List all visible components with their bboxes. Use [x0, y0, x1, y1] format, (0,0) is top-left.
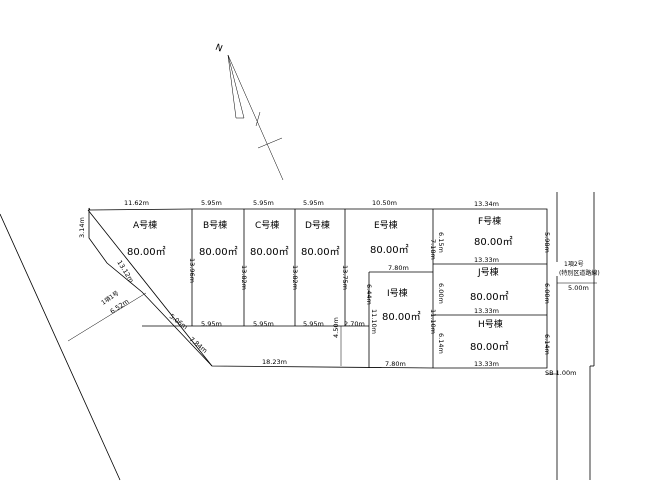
dim-top-d: 5.95m — [303, 199, 324, 207]
lot-j-area: 80.00㎡ — [470, 291, 509, 303]
dim-road-bottom: 18.23m — [262, 358, 287, 366]
north-label: N — [214, 43, 224, 55]
lot-h-area: 80.00㎡ — [470, 341, 509, 353]
road-2-width: 5.00m — [568, 284, 589, 292]
lot-d-area: 80.00㎡ — [301, 246, 340, 258]
dim-i-bottom: 7.80m — [385, 360, 406, 368]
road-2: 1項2号 (特別区道路線) 5.00m SB 1.00m — [545, 192, 600, 480]
lot-c-area: 80.00㎡ — [250, 246, 289, 258]
lot-b: B号棟 80.00㎡ — [199, 219, 238, 258]
lot-b-area: 80.00㎡ — [199, 246, 238, 258]
lot-b-name: B号棟 — [203, 219, 227, 231]
dim-top-e: 10.50m — [372, 199, 397, 207]
dim-i-left: 11.10m — [370, 309, 378, 334]
lot-i-area: 80.00㎡ — [382, 311, 421, 323]
dim-f-left: 6.15m — [437, 232, 445, 253]
dim-b-bottom: 5.95m — [201, 320, 222, 328]
lot-a-name: A号棟 — [133, 219, 157, 231]
lot-f-name: F号棟 — [478, 215, 501, 227]
north-arrow-icon: N — [214, 43, 284, 181]
dim-top-c: 5.95m — [253, 199, 274, 207]
dim-e-right: 7.18m — [429, 239, 437, 260]
lot-j: J号棟 80.00㎡ — [470, 266, 509, 303]
lot-d-name: D号棟 — [305, 219, 330, 231]
dim-a-left: 3.14m — [78, 217, 86, 238]
dim-top-b: 5.95m — [201, 199, 222, 207]
lot-lines — [142, 209, 547, 368]
dim-a-diag: 13.12m — [115, 259, 135, 284]
lot-d: D号棟 80.00㎡ — [301, 219, 340, 258]
dim-top-f: 13.34m — [474, 200, 499, 208]
lot-i-name: I号棟 — [387, 287, 408, 299]
dim-road-width: 4.50m — [332, 317, 340, 338]
dim-top-a: 11.62m — [124, 199, 149, 207]
lot-e: E号棟 80.00㎡ — [370, 219, 409, 256]
road-1: 1項1号 6.52m — [0, 209, 213, 481]
dim-bc-side: 13.82m — [240, 265, 248, 290]
lot-f: F号棟 80.00㎡ — [474, 215, 513, 248]
dim-a-bottom: 5.06m — [168, 312, 189, 331]
dim-e-left-low: 6.44m — [365, 284, 373, 305]
dim-de-side: 13.75m — [341, 265, 349, 290]
dim-e-bottom: 2.70m — [344, 320, 365, 328]
dim-h-bottom: 13.33m — [474, 360, 499, 368]
dim-j-left: 6.00m — [437, 283, 445, 304]
lot-j-name: J号棟 — [477, 266, 499, 278]
lot-c: C号棟 80.00㎡ — [250, 219, 289, 258]
road-2-note: (特別区道路線) — [559, 269, 600, 277]
dim-i-right: 11.10m — [429, 309, 437, 334]
dim-f-bottom: 13.33m — [474, 256, 499, 264]
lot-h: H号棟 80.00㎡ — [470, 318, 509, 353]
dim-h-left: 6.14m — [437, 333, 445, 354]
dim-d-bottom: 5.95m — [303, 320, 324, 328]
lot-c-name: C号棟 — [255, 219, 279, 231]
lot-e-area: 80.00㎡ — [370, 244, 409, 256]
road-2-label: 1項2号 — [564, 261, 584, 268]
dim-cd-side: 13.82m — [291, 265, 299, 290]
setback-label: SB 1.00m — [545, 369, 576, 377]
lot-a: A号棟 80.00㎡ — [127, 219, 166, 258]
lot-h-name: H号棟 — [478, 318, 503, 330]
dim-j-bottom: 13.33m — [474, 307, 499, 315]
dim-e-mid: 7.80m — [388, 264, 409, 272]
lot-f-area: 80.00㎡ — [474, 236, 513, 248]
dim-c-bottom: 5.95m — [253, 320, 274, 328]
dim-j-right: 6.00m — [543, 283, 551, 304]
dim-h-right: 6.14m — [543, 334, 551, 355]
dim-f-right: 5.98m — [543, 232, 551, 253]
lot-a-area: 80.00㎡ — [127, 246, 166, 258]
dim-ab-side: 13.96m — [188, 258, 196, 283]
lot-i: I号棟 80.00㎡ — [382, 287, 421, 323]
lot-e-name: E号棟 — [374, 219, 398, 231]
